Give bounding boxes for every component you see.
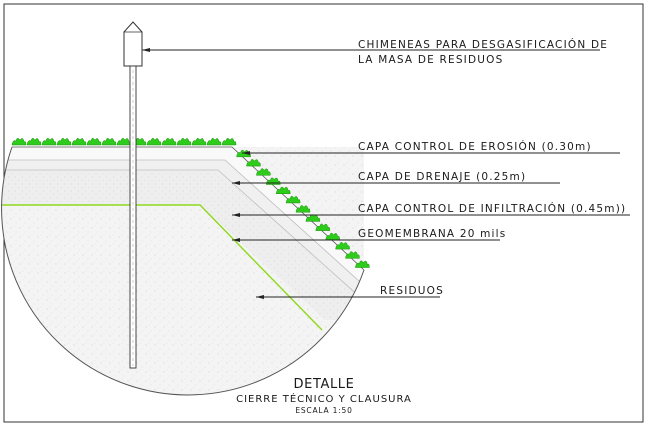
drainage-top-line (1, 159, 364, 301)
vegetation-tuft (101, 138, 117, 146)
vegetation-tuft (11, 138, 27, 146)
chimney-label-line2: LA MASA DE RESIDUOS (358, 54, 503, 66)
drainage-layer-label: CAPA DE DRENAJE (0.25m) (358, 171, 526, 183)
vegetation-tuft (71, 138, 87, 146)
waste-label: RESIDUOS (380, 285, 444, 297)
vegetation-tuft (56, 138, 72, 146)
vegetation-tuft (161, 138, 177, 146)
vegetation-tuft (315, 223, 331, 231)
drainage-layer (1, 160, 364, 305)
vegetation-tuft (246, 159, 261, 167)
vegetation-tuft (305, 214, 321, 222)
gas-vent-chimney (123, 21, 143, 369)
leader-lines (142, 48, 630, 299)
vegetation-tuft (146, 138, 162, 146)
vegetation-tuft (345, 251, 360, 259)
detail-scale: ESCALA 1:50 (295, 406, 352, 415)
vegetation-tuft (26, 138, 42, 146)
detail-subtitle: CIERRE TÉCNICO Y CLAUSURA (236, 392, 412, 405)
vegetation-tuft (86, 138, 102, 146)
vegetation-tuft (41, 138, 57, 146)
chimney-label-line1: CHIMENEAS PARA DESGASIFICACIÓN DE (358, 38, 608, 51)
vegetation-tuft (256, 168, 271, 176)
erosion-layer-label: CAPA CONTROL DE EROSIÓN (0.30m) (358, 140, 592, 153)
vegetation-tuft (191, 138, 207, 146)
geomembrane-label: GEOMEMBRANA 20 mils (358, 228, 506, 240)
vegetation-tuft (325, 232, 340, 241)
vegetation-tuft (116, 138, 132, 146)
section-outline (1, 146, 365, 396)
vegetation-tuft (355, 260, 370, 268)
vegetation-tuft (335, 242, 350, 250)
vegetation-tuft (295, 205, 311, 213)
vegetation-tuft (221, 138, 237, 146)
vegetation-tuft (176, 138, 192, 146)
detail-title: DETALLE (294, 377, 355, 392)
vegetation-tuft (206, 138, 222, 146)
infiltration-top-line (1, 169, 364, 316)
vegetation-tuft (285, 195, 301, 204)
infiltration-layer (1, 170, 364, 320)
erosion-control-layer (1, 147, 364, 300)
geomembrane-line (1, 204, 323, 331)
infiltration-layer-label: CAPA CONTROL DE INFILTRACIÓN (0.45m)) (358, 202, 626, 215)
vegetation-tuft (275, 186, 291, 194)
chimney-cap (123, 21, 143, 67)
